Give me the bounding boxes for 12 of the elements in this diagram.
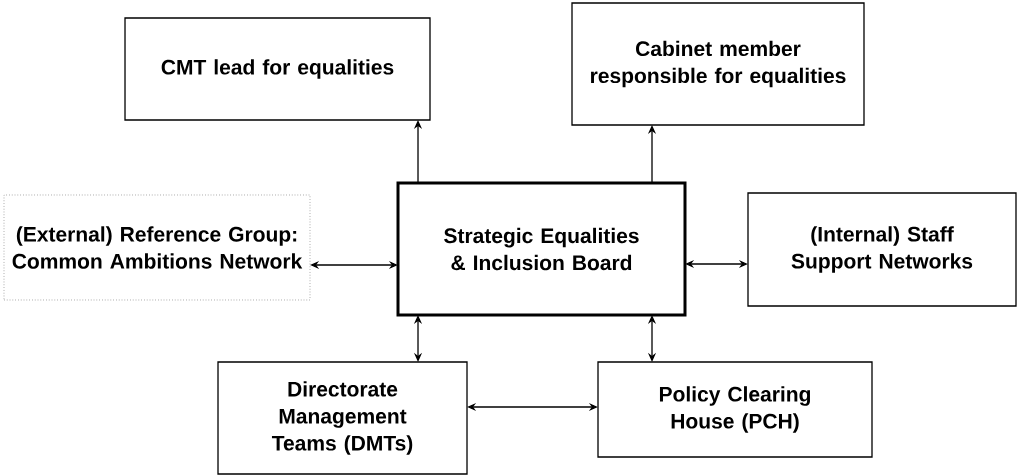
group-box: (External) Reference Group: Common Ambitions Network (3, 194, 311, 301)
arrow (685, 259, 748, 269)
group-box: Policy Clearing House (PCH) (597, 361, 873, 458)
role-box: Cabinet member responsible for equalities (571, 2, 865, 126)
arrow (467, 402, 598, 412)
group-box: (Internal) Staff Support Networks (747, 192, 1017, 307)
board-box: Strategic Equalities & Inclusion Board (396, 181, 687, 317)
arrow (310, 260, 398, 270)
arrow (647, 315, 657, 362)
team-box: Directorate Management Teams (DMTs) (217, 361, 468, 475)
role-box: CMT lead for equalities (124, 17, 431, 121)
arrow (413, 315, 423, 362)
